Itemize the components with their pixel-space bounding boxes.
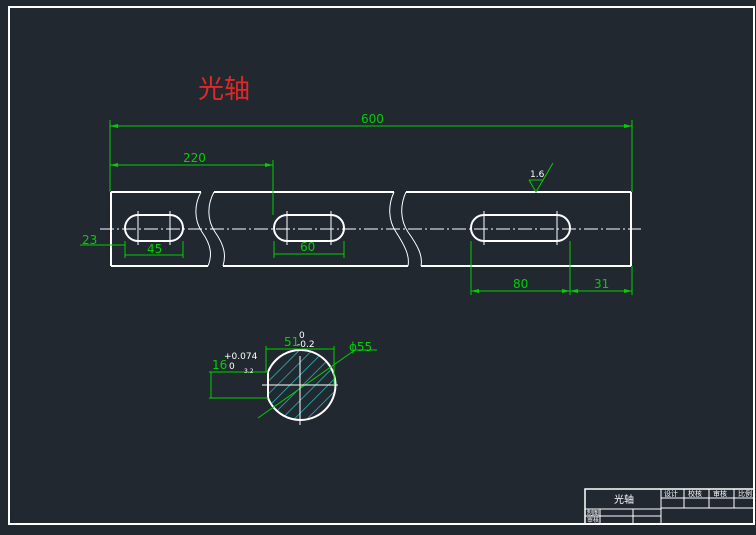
title-block-frame — [584, 488, 755, 525]
dim-flat-width: 51 — [284, 335, 299, 349]
roughness-symbol — [528, 162, 554, 193]
drawing-title: 光轴 — [198, 75, 250, 105]
tb-row-0: 制图 — [587, 509, 599, 517]
flat-tol-upper: 0 — [299, 331, 305, 341]
keyway-slot-2 — [273, 214, 345, 242]
arrow — [110, 124, 118, 128]
arrow — [110, 163, 118, 167]
dim-edge-offset: 23 — [82, 233, 97, 247]
dim-overall-length: 600 — [361, 112, 384, 126]
roughness-value: 1.6 — [530, 170, 545, 180]
title-block-part-name: 光轴 — [614, 493, 634, 506]
shaft-view — [100, 191, 641, 267]
key-roughness: 3.2 — [244, 368, 254, 375]
break-line-1b — [208, 191, 225, 267]
dim-slot1-length: 45 — [147, 242, 162, 256]
keyway-slot-3 — [470, 214, 571, 242]
drawing-border — [8, 6, 755, 525]
break-line-2b — [401, 191, 422, 267]
arrow — [265, 163, 273, 167]
arrow — [471, 289, 479, 293]
arrow — [570, 289, 578, 293]
diameter-leader — [257, 349, 356, 419]
dim-slot1-position: 220 — [183, 151, 206, 165]
section-view: ϕ55 51 0 -0.2 16 +0.074 0 3.2 — [209, 331, 377, 425]
dim-diameter: ϕ55 — [349, 340, 372, 354]
title-block: 光轴 设计 校核 审核 比例 制图 审核 — [584, 488, 755, 525]
tb-header-2: 审核 — [713, 489, 727, 498]
arrow — [624, 289, 632, 293]
flat-tol-lower: -0.2 — [297, 340, 315, 350]
tb-header-3: 比例 — [738, 489, 752, 498]
dim-key-width: 16 — [212, 358, 227, 372]
arrow — [562, 289, 570, 293]
tb-row-1: 审核 — [587, 516, 599, 524]
dim-slot2-length: 60 — [300, 240, 315, 254]
break-line-1a — [195, 191, 211, 267]
tb-header-1: 校核 — [688, 489, 702, 498]
arrow — [624, 124, 632, 128]
dim-slot3-length: 80 — [513, 277, 528, 291]
keyway-slot-1 — [124, 214, 184, 242]
tb-header-0: 设计 — [664, 489, 678, 498]
break-line-2a — [389, 191, 409, 267]
key-tol-upper: +0.074 — [224, 352, 258, 362]
dimensions: 600 220 23 45 60 80 31 1.6 — [80, 112, 633, 295]
key-tol-lower: 0 — [229, 362, 235, 372]
dim-slot3-end: 31 — [594, 277, 609, 291]
